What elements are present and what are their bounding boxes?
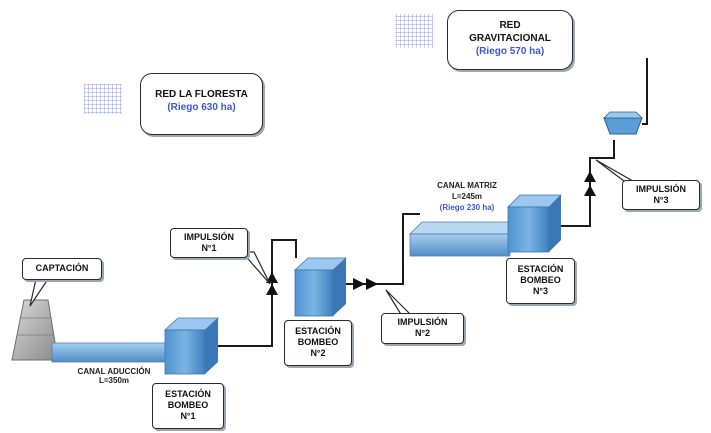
impulsion-1-l2: N°1 (201, 243, 217, 253)
impulsion-1-box: IMPULSIÓN N°1 (170, 228, 248, 258)
estacion-2-box: ESTACIÓN BOMBEO N°2 (284, 320, 352, 366)
impulsion-1-arrow-a (266, 284, 278, 295)
estacion-2-l1: ESTACIÓN (295, 326, 341, 336)
estacion-1-building (163, 317, 220, 375)
impulsion-3-l2: N°3 (653, 195, 669, 205)
red-gravitacional-title-1: RED (499, 20, 521, 31)
canal-matriz-l3: (Riego 230 ha) (439, 203, 495, 212)
impulsion-1-pipe (218, 239, 297, 347)
canal-matriz-l2: L=245m (451, 192, 483, 201)
estacion-2-l2: BOMBEO (297, 337, 339, 347)
red-gravitacional-box: RED GRAVITACIONAL (Riego 570 ha) (447, 10, 573, 70)
captacion-label: CAPTACIÓN (35, 263, 89, 273)
canal-aduccion-l2: L=350m (98, 376, 130, 385)
gravity-pipe (642, 58, 648, 125)
canal-aduccion-label: CANAL ADUCCIÓN L=350m (66, 367, 162, 385)
estacion-2-building (293, 257, 348, 317)
canal-aduccion-l1: CANAL ADUCCIÓN (77, 367, 151, 376)
impulsion-1-l1: IMPULSIÓN (183, 232, 234, 242)
red-floresta-sub: (Riego 630 ha) (167, 102, 236, 113)
red-gravitacional-title-2: GRAVITACIONAL (469, 33, 551, 44)
impulsion-2-arrow-a (353, 278, 365, 290)
impulsion-2-pipe (346, 213, 420, 285)
canal-matriz-l1: CANAL MATRIZ (437, 181, 497, 190)
impulsion-3-arrow-b (584, 171, 596, 182)
estacion-3-building (507, 194, 562, 253)
impulsion-2-box: IMPULSIÓN N°2 (381, 313, 464, 344)
estacion-3-l2: BOMBEO (520, 275, 561, 285)
impulsion-2-l1: IMPULSIÓN (397, 317, 448, 327)
impulsion-3-l1: IMPULSIÓN (635, 184, 686, 194)
red-floresta-title: RED LA FLORESTA (155, 89, 248, 100)
estacion-2-l3: N°2 (310, 348, 326, 358)
impulsion-2-arrow-b (366, 278, 378, 290)
estacion-3-l3: N°3 (532, 286, 549, 296)
canal-matriz (409, 221, 523, 235)
red-gravitacional-sub: (Riego 570 ha) (475, 46, 545, 57)
impulsion-1-arrow-b (266, 272, 278, 283)
reservoir-tank (603, 111, 643, 135)
impulsion-2-l2: N°2 (414, 328, 431, 338)
impulsion-3-box: IMPULSIÓN N°3 (622, 180, 700, 210)
canal-matriz-label: CANAL MATRIZ L=245m (Riego 230 ha) (420, 180, 514, 213)
estacion-1-box: ESTACIÓN BOMBEO N°1 (152, 383, 224, 429)
estacion-1-l3: N°1 (180, 411, 196, 421)
canal-aduccion (51, 342, 171, 363)
captacion-box: CAPTACIÓN (22, 258, 102, 280)
impulsion-3-arrow-a (584, 185, 596, 196)
estacion-3-box: ESTACIÓN BOMBEO N°3 (506, 258, 575, 304)
captacion-structure (11, 299, 59, 361)
red-floresta-box: RED LA FLORESTA (Riego 630 ha) (140, 73, 263, 135)
estacion-1-l1: ESTACIÓN (165, 389, 211, 399)
grid-gravitacional (395, 14, 433, 48)
impulsion-1-pointer (240, 251, 271, 285)
impulsion-3-pipe (561, 140, 615, 227)
estacion-3-l1: ESTACIÓN (517, 264, 564, 274)
grid-floresta (84, 84, 122, 114)
estacion-1-l2: BOMBEO (167, 400, 209, 410)
